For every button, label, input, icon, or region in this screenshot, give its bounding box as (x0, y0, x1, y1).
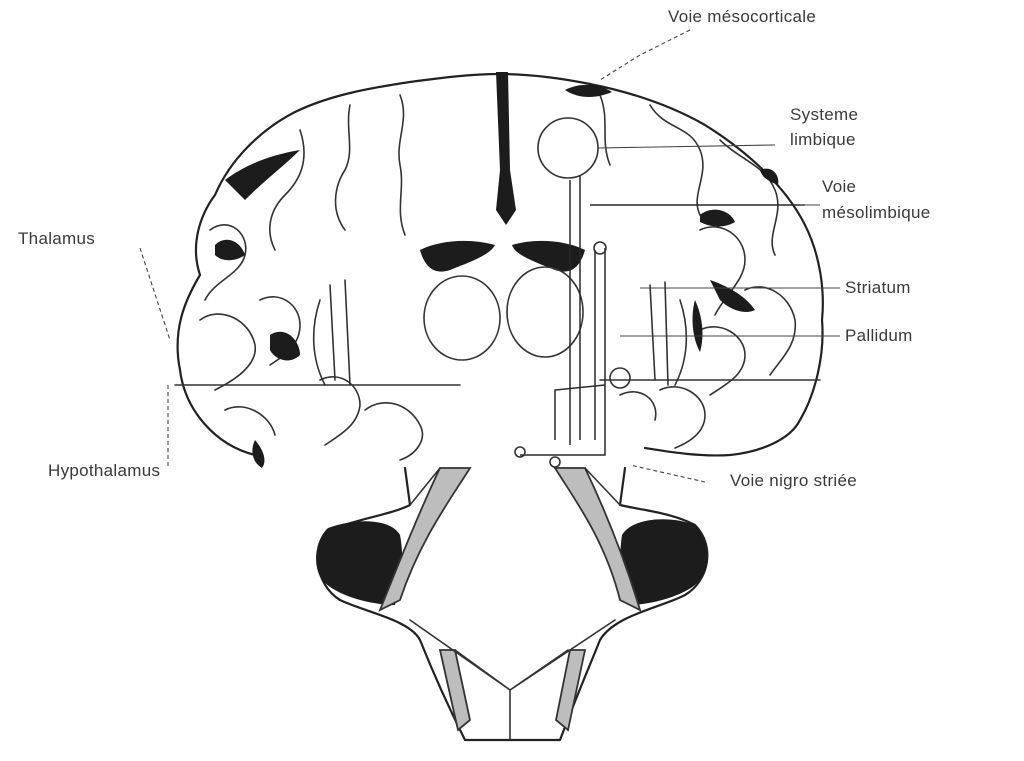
pathway-mesocortical-line (570, 175, 580, 445)
label-mesolimbic-line1: Voie (822, 177, 856, 196)
label-striatum: Striatum (845, 278, 911, 297)
sulcus-dark-left-4 (252, 440, 264, 468)
leader-limbic (598, 145, 775, 148)
thalamus-right (507, 267, 583, 357)
thalamus-left (424, 276, 500, 360)
sulcus-dark-right-3 (710, 280, 755, 312)
leader-nigrostriatal (630, 465, 705, 482)
leader-mesocortical (600, 30, 690, 80)
label-mesolimbic-line2: mésolimbique (822, 203, 930, 222)
gyri-left (200, 95, 422, 460)
label-nigrostriatal: Voie nigro striée (730, 471, 857, 490)
dopamine-pathways (515, 175, 805, 467)
label-mesocortical: Voie mésocorticale (668, 7, 816, 26)
label-thalamus: Thalamus (18, 229, 95, 248)
label-pallidum: Pallidum (845, 326, 913, 345)
pathway-node-4 (610, 368, 630, 388)
pyramid-left (440, 650, 470, 730)
sulcus-dark-right-1 (700, 210, 735, 227)
pathway-node-3 (594, 242, 606, 254)
striatum-right (650, 282, 686, 385)
sulcus-dark-right-2 (760, 169, 778, 185)
label-limbic-line2: limbique (790, 130, 856, 149)
sulcus-dark-left-2 (215, 240, 245, 260)
leader-thalamus (140, 248, 170, 340)
label-limbic-line1: Systeme (790, 105, 858, 124)
sulcus-dark-left-1 (225, 150, 300, 200)
brain-section (175, 72, 823, 468)
ventricle-left (420, 241, 495, 272)
sulcus-dark-right-4 (693, 300, 703, 352)
sulcus-dark-left-3 (270, 332, 300, 361)
midbrain-outline (318, 468, 708, 740)
striatum-left (314, 280, 350, 385)
midline-fissure (496, 72, 516, 225)
temporal-lines (175, 380, 820, 385)
label-hypothalamus: Hypothalamus (48, 461, 160, 480)
pathway-node-2 (550, 457, 560, 467)
brainstem (316, 468, 707, 740)
limbic-node (538, 118, 598, 178)
